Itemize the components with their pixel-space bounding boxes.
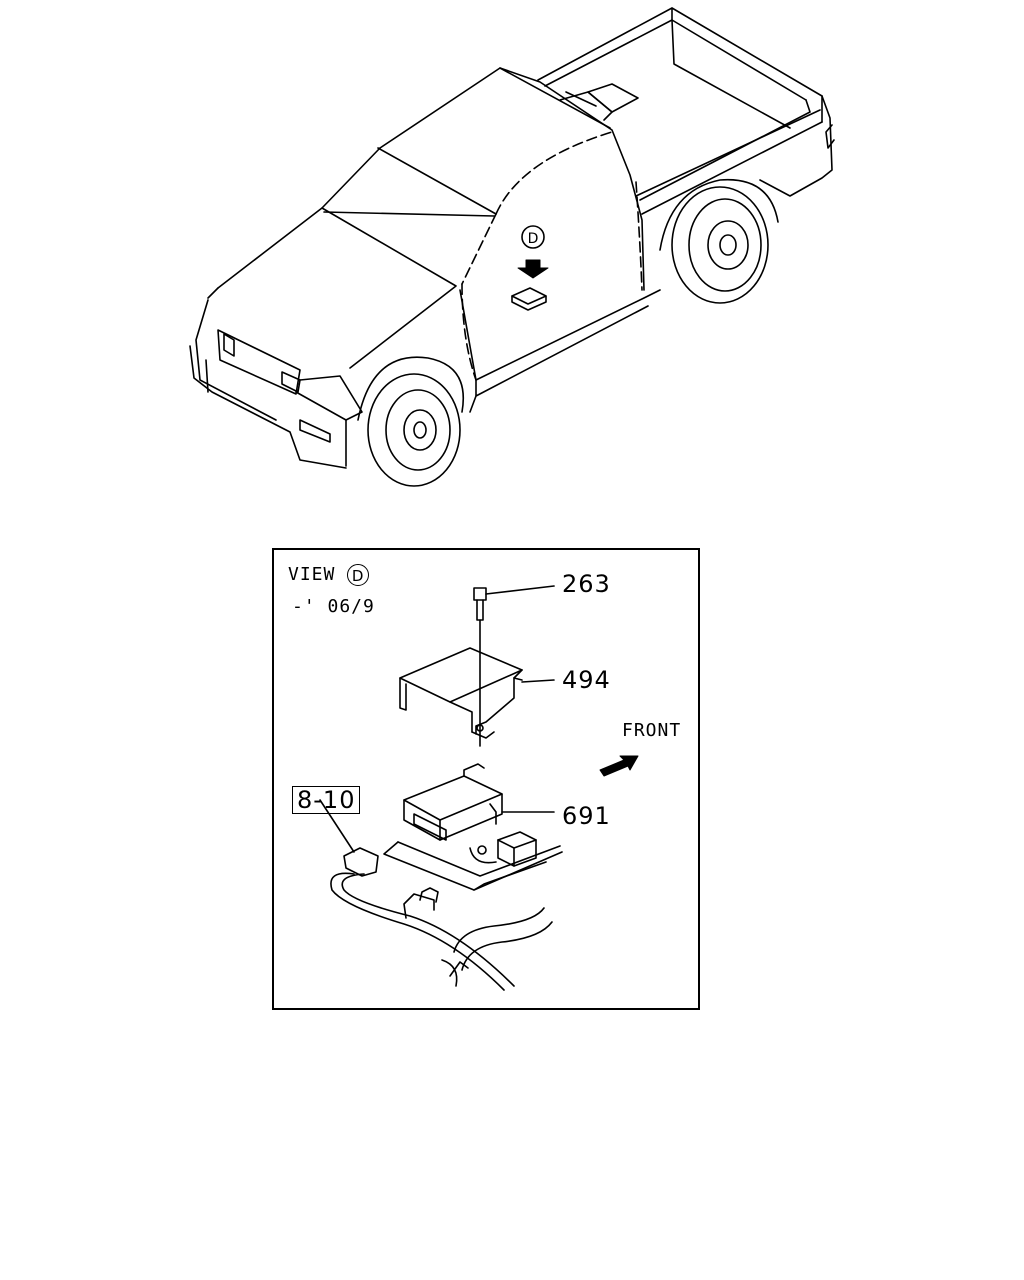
detail-view-frame: VIEW D -' 06/9 263 494 691 FRONT 8-10 — [272, 548, 700, 1010]
truck-overview-drawing: D — [189, 7, 835, 487]
view-marker: D — [347, 564, 370, 586]
control-module-691 — [403, 763, 555, 841]
front-label: FRONT — [622, 720, 682, 741]
bracket-494 — [399, 647, 555, 739]
cab-side — [459, 283, 661, 413]
callout-691: 691 — [562, 802, 611, 830]
floor-mount-plate — [383, 831, 563, 891]
detail-parts-drawing — [319, 585, 639, 991]
rear-wheel — [659, 178, 779, 304]
date-range: -' 06/9 — [292, 596, 375, 617]
truck-bed — [537, 7, 835, 215]
wiring-harness — [319, 799, 553, 991]
truck-cab — [321, 67, 645, 291]
overview-view-marker: D — [528, 231, 539, 247]
front-direction-arrow — [599, 755, 639, 777]
front-wheel — [357, 356, 464, 487]
callout-494: 494 — [562, 666, 611, 694]
callout-263: 263 — [562, 570, 611, 598]
reference-box-8-10: 8-10 — [292, 786, 361, 814]
view-label: VIEW — [288, 564, 336, 585]
truck-front — [189, 207, 457, 469]
view-label-group: VIEW D — [288, 564, 370, 586]
view-d-location-marker — [511, 225, 549, 311]
